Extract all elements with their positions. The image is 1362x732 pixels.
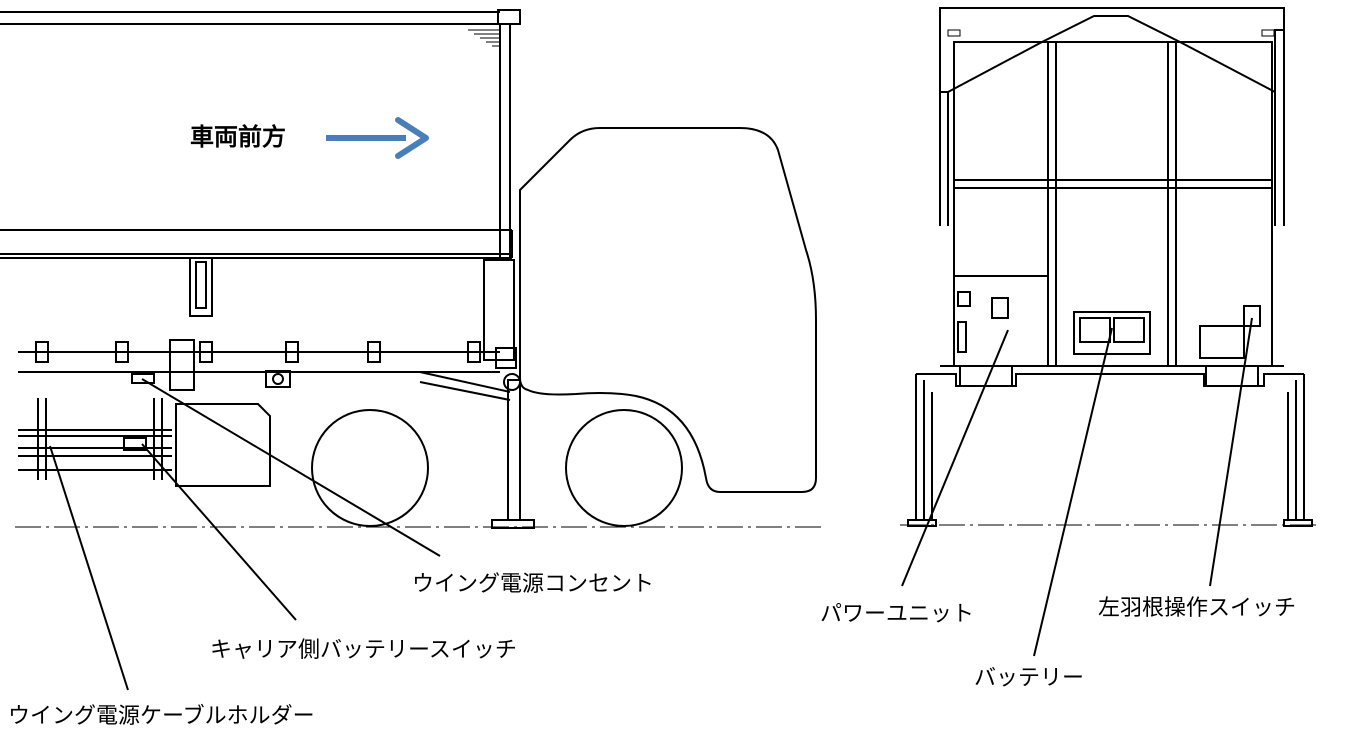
leader-battery (1033, 327, 1113, 657)
leader-outlet (141, 378, 441, 557)
wing-roof (939, 7, 1285, 94)
rear-view (900, 7, 1316, 527)
leader-battery-switch (141, 443, 297, 621)
battery-unit (1073, 311, 1151, 355)
rear-wheel (311, 409, 429, 527)
wing-switch-box (1199, 305, 1261, 359)
label-power-unit: パワーユニット (820, 602, 975, 627)
rear-chassis (907, 373, 1313, 527)
side-view (0, 9, 826, 529)
label-wing-power-outlet: ウイング電源コンセント (412, 572, 655, 597)
support-leg (491, 379, 535, 529)
label-wing-cable-holder: ウイング電源ケーブルホルダー (8, 704, 315, 729)
chassis-frame (18, 259, 521, 401)
label-carrier-battery-switch: キャリア側バッテリースイッチ (210, 638, 517, 663)
leader-lines (49, 317, 1253, 691)
label-left-wing-switch: 左羽根操作スイッチ (1098, 596, 1297, 621)
wing-body (0, 9, 521, 317)
leader-cable-holder (49, 445, 129, 691)
leader-power-unit (901, 329, 1009, 587)
front-direction-arrow (326, 117, 429, 159)
power-unit-box (953, 275, 1049, 367)
label-battery: バッテリー (974, 666, 1085, 691)
cable-holder-rack (18, 398, 172, 480)
truck-cab (519, 127, 817, 493)
leader-left-wing-switch (1209, 317, 1253, 587)
front-direction-label: 車両前方 (190, 123, 286, 151)
front-wheel (565, 409, 683, 527)
battery-box (175, 403, 271, 487)
